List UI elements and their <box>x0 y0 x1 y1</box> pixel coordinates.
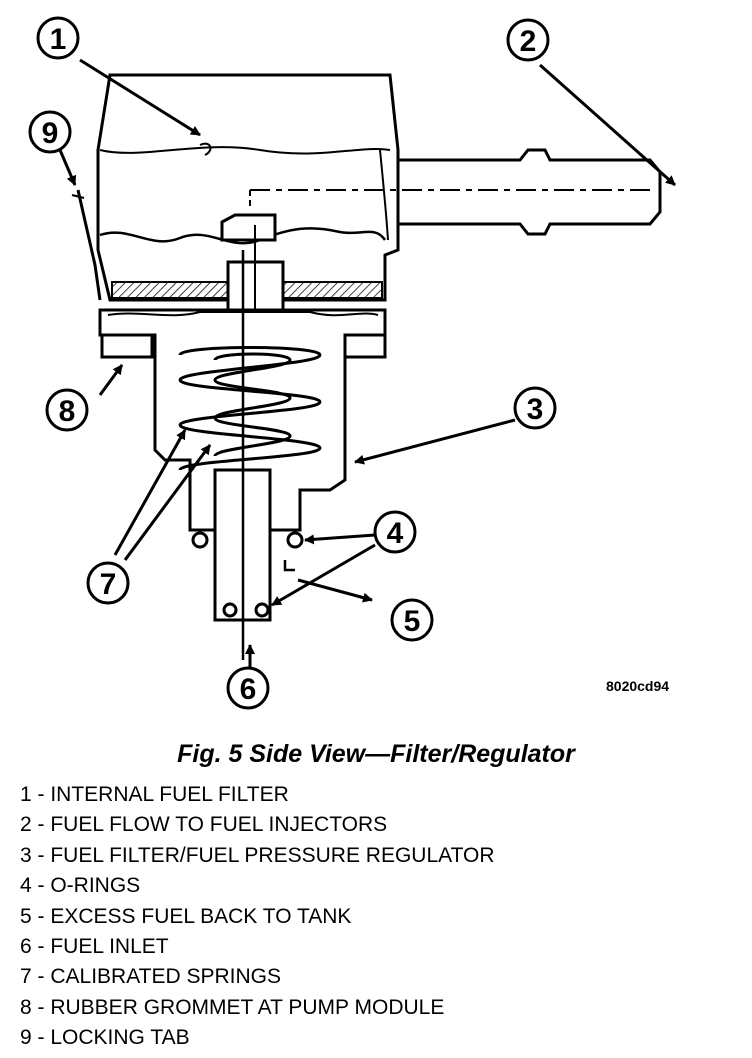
svg-text:5: 5 <box>404 605 421 638</box>
legend-list: 1 - INTERNAL FUEL FILTER 2 - FUEL FLOW T… <box>20 780 495 1054</box>
calibrated-springs <box>178 346 322 472</box>
svg-text:2: 2 <box>520 25 537 58</box>
figure-caption: Fig. 5 Side View—Filter/Regulator <box>177 740 575 768</box>
callout-5: 5 <box>390 598 434 642</box>
leader-lines <box>58 58 676 680</box>
svg-text:3: 3 <box>527 393 544 426</box>
callout-9: 9 <box>28 110 72 154</box>
legend-item: 7 - CALIBRATED SPRINGS <box>20 965 282 989</box>
legend-item: 3 - FUEL FILTER/FUEL PRESSURE REGULATOR <box>20 843 495 867</box>
svg-text:1: 1 <box>50 23 67 56</box>
locking-tab <box>71 189 102 301</box>
filter-regulator-side-view-diagram: 1 2 3 4 5 6 7 8 9 8020cd94 <box>28 16 676 710</box>
legend-item: 1 - INTERNAL FUEL FILTER <box>20 783 289 806</box>
legend-item: 2 - FUEL FLOW TO FUEL INJECTORS <box>20 813 388 837</box>
legend-item: 6 - FUEL INLET <box>20 934 169 958</box>
callout-2: 2 <box>506 18 550 62</box>
outlet-tube <box>249 148 662 236</box>
filter-canister <box>96 73 400 302</box>
svg-text:4: 4 <box>387 517 404 550</box>
callout-7: 7 <box>86 561 130 605</box>
callout-4: 4 <box>373 510 417 554</box>
legend-item: 4 - O-RINGS <box>20 874 141 898</box>
callout-6: 6 <box>226 666 270 710</box>
callout-8: 8 <box>45 388 89 432</box>
svg-text:8: 8 <box>59 395 76 428</box>
legend-item: 9 - LOCKING TAB <box>20 1026 190 1050</box>
svg-text:7: 7 <box>100 568 117 601</box>
svg-text:9: 9 <box>42 117 59 150</box>
legend-item: 8 - RUBBER GROMMET AT PUMP MODULE <box>20 995 445 1019</box>
inlet-tube <box>191 250 304 660</box>
callout-3: 3 <box>513 386 557 430</box>
legend-item: 5 - EXCESS FUEL BACK TO TANK <box>20 904 352 928</box>
drawing-code: 8020cd94 <box>606 678 669 694</box>
svg-text:6: 6 <box>240 673 257 706</box>
callout-1: 1 <box>36 16 80 60</box>
